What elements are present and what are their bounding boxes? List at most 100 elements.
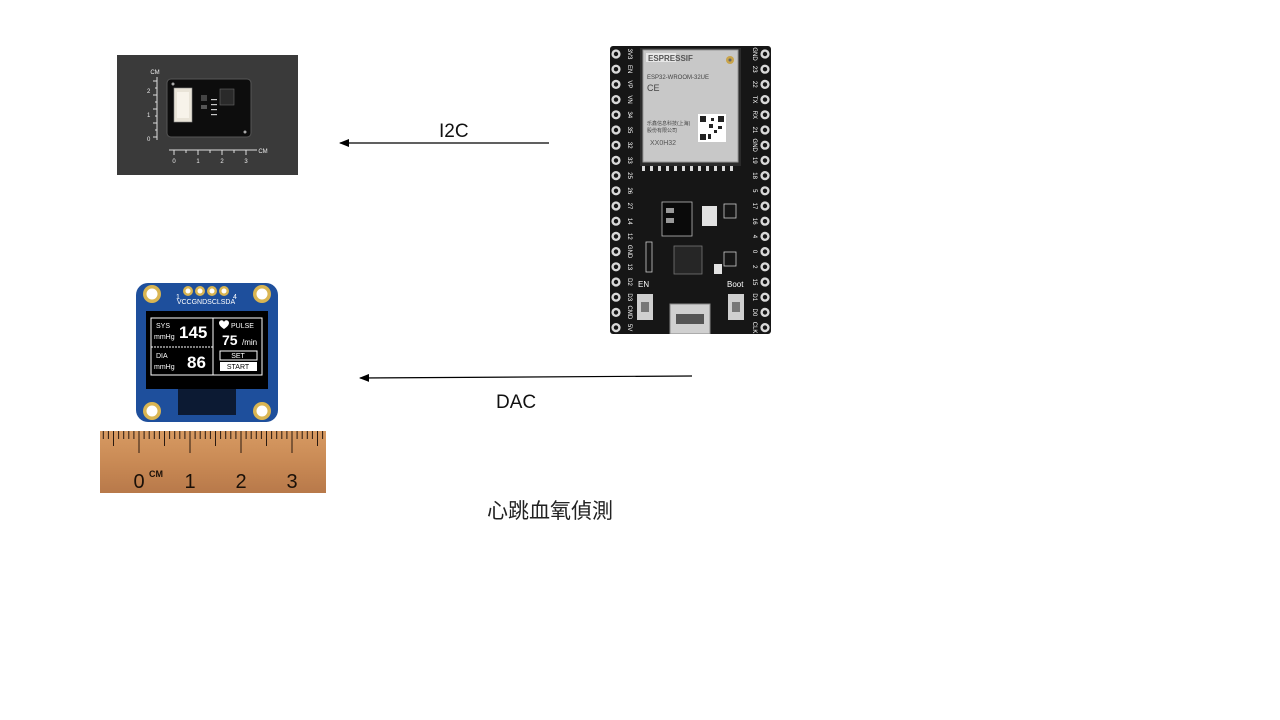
- i2c-label: I2C: [439, 121, 469, 142]
- oled-pin-labels: VCCGNDSCLSDA: [177, 299, 236, 306]
- header-pin-hole: [613, 203, 619, 209]
- oled-start-button: START: [227, 364, 250, 371]
- sensor-scale-x-0: 0: [172, 159, 176, 165]
- header-pin-hole: [613, 279, 619, 285]
- header-pin-hole: [762, 203, 768, 209]
- header-pin-hole: [613, 310, 619, 315]
- header-pin-hole: [613, 158, 619, 163]
- dac-arrow: [359, 373, 693, 382]
- header-pin-hole: [762, 219, 768, 224]
- ruler-num-2: 2: [235, 471, 246, 493]
- esp-module-name: ESP32-WROOM-32UE: [647, 75, 709, 81]
- header-pin-hole: [613, 173, 619, 178]
- header-pin-hole: [613, 97, 619, 102]
- header-pin-hole: [762, 112, 768, 118]
- esp-pin-label-right: GND: [751, 47, 757, 61]
- esp-pin-label-right: 23: [751, 66, 757, 73]
- sensor-ruler-unit-h: CM: [258, 149, 267, 155]
- esp-cert: CE: [647, 83, 660, 93]
- oled-pulse-unit: /min: [242, 338, 257, 347]
- esp-pin-label-right: RX: [751, 111, 757, 119]
- esp-maker-2: 股份有限公司: [647, 127, 677, 134]
- esp-pin-label-left: 25: [626, 172, 632, 179]
- header-pin-hole: [613, 127, 619, 133]
- header-pin-hole: [613, 325, 619, 330]
- sensor-scale-y-1: 1: [147, 113, 151, 119]
- esp-pin-label-right: 17: [751, 203, 757, 210]
- oled-pulse-value: 75: [222, 332, 238, 348]
- oled-module-image: 1 4 VCCGNDSCLSDA SYS mmHg 145 DIA mmHg 8…: [136, 283, 278, 422]
- esp-pin-label-right: 15: [751, 279, 757, 286]
- oled-sys-label: SYS: [156, 323, 170, 330]
- esp-pin-label-left: D3: [626, 293, 632, 301]
- esp-code: XX0H32: [650, 140, 676, 147]
- oled-sys-value: 145: [179, 323, 207, 342]
- esp-maker: 乐鑫信息科技(上海): [647, 120, 691, 127]
- header-pin-hole: [613, 249, 619, 254]
- ruler-num-0: 0: [133, 471, 144, 493]
- esp-boot-label: Boot: [727, 280, 744, 289]
- esp-pin-label-left: 33: [626, 157, 632, 164]
- sensor-scale-y-2: 2: [147, 89, 151, 95]
- oled-pin-4: 4: [233, 294, 237, 301]
- oled-module-drawing: 1 4 VCCGNDSCLSDA SYS mmHg 145 DIA mmHg 8…: [136, 283, 278, 422]
- oled-dia-label: DIA: [156, 353, 168, 360]
- header-pin-hole: [762, 249, 768, 254]
- esp-pin-label-right: GND: [751, 139, 757, 153]
- header-pin-hole: [762, 82, 768, 87]
- esp-pin-label-left: 12: [626, 233, 632, 240]
- esp-pin-label-left: 35: [626, 127, 632, 134]
- header-pin-hole: [762, 279, 768, 285]
- esp-pin-label-left: VN: [626, 95, 632, 103]
- header-pin-hole: [762, 67, 768, 72]
- esp-pin-label-right: 21: [751, 127, 757, 134]
- esp-pin-label-right: D0: [751, 309, 757, 317]
- heart-rate-sensor-image: CM 2 1 0 0 1 2 3 CM: [117, 55, 298, 175]
- esp32-board-drawing: ESPRESSIF ESP32-WROOM-32UE CE 乐鑫信息科技(上海)…: [610, 46, 771, 335]
- esp32-devkit-image: ESPRESSIF ESP32-WROOM-32UE CE 乐鑫信息科技(上海)…: [610, 46, 771, 335]
- esp-pin-label-right: CLK: [751, 322, 757, 334]
- header-pin-hole: [613, 219, 619, 224]
- esp-pin-label-right: 0: [751, 250, 757, 254]
- diagram-title: 心跳血氧偵測: [487, 499, 613, 523]
- oled-pin-1: 1: [176, 294, 180, 301]
- header-pin-hole: [613, 264, 619, 269]
- esp-pin-label-right: 22: [751, 81, 757, 88]
- sensor-scale-x-1: 1: [196, 159, 200, 165]
- header-pin-hole: [613, 143, 619, 148]
- header-pin-hole: [762, 97, 768, 102]
- oled-dia-unit: mmHg: [154, 364, 175, 371]
- sensor-scale-x-2: 2: [220, 159, 224, 165]
- ruler-unit: CM: [149, 469, 163, 479]
- header-pin-hole: [762, 310, 768, 315]
- ruler-num-3: 3: [286, 471, 297, 493]
- oled-pulse-label: PULSE: [231, 323, 254, 330]
- esp-pin-label-right: 4: [751, 235, 757, 239]
- esp-pin-label-right: TX: [751, 96, 757, 104]
- header-pin-hole: [762, 158, 768, 163]
- header-pin-hole: [613, 51, 619, 57]
- esp-pin-label-left: GND: [626, 245, 632, 259]
- esp-brand: ESPRESSIF: [648, 54, 693, 63]
- header-pin-hole: [613, 234, 619, 239]
- header-pin-hole: [762, 295, 768, 300]
- header-pin-hole: [613, 295, 619, 300]
- sensor-board-drawing: CM 2 1 0 0 1 2 3 CM: [147, 70, 268, 165]
- oled-sys-unit: mmHg: [154, 334, 175, 341]
- header-pin-hole: [762, 264, 768, 269]
- sensor-scale-x-3: 3: [244, 159, 248, 165]
- header-pin-hole: [762, 143, 768, 148]
- esp-pin-label-left: 26: [626, 187, 632, 194]
- header-pin-hole: [762, 234, 768, 239]
- sensor-scale-y-0: 0: [147, 137, 151, 143]
- esp-pin-label-right: 5: [751, 189, 757, 193]
- esp-pin-label-right: 16: [751, 218, 757, 225]
- wooden-ruler-image: 0 CM 1 2 3: [100, 431, 326, 493]
- header-pin-hole: [613, 82, 619, 87]
- header-pin-hole: [613, 188, 619, 193]
- esp-pin-label-left: D2: [626, 278, 632, 286]
- header-pin-hole: [762, 51, 768, 57]
- wooden-ruler-drawing: 0 CM 1 2 3: [100, 431, 326, 493]
- esp-pin-label-left: 27: [626, 203, 632, 210]
